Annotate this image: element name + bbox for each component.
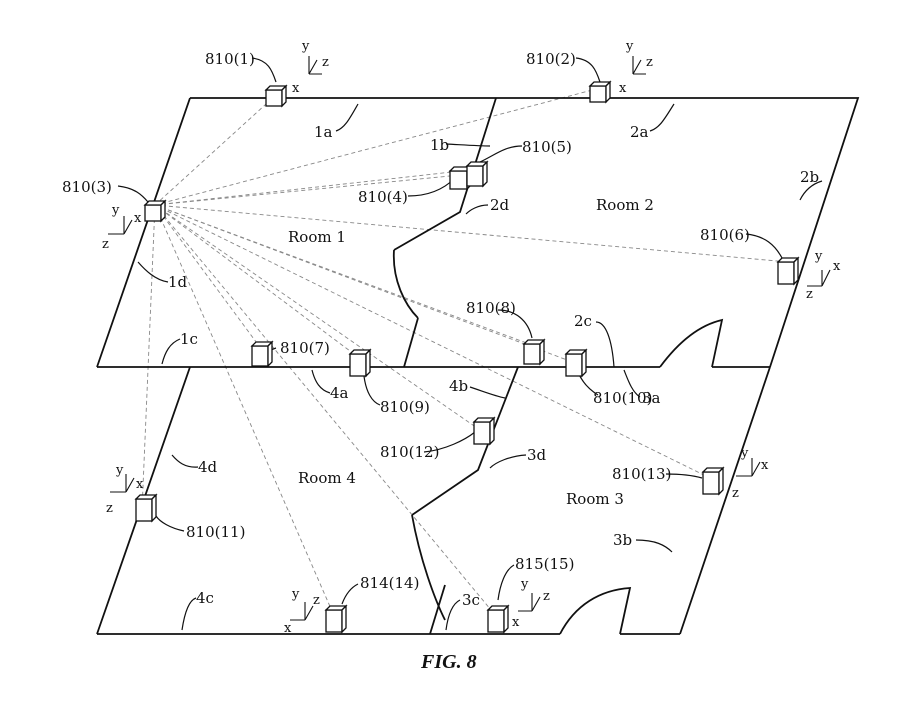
axis-x-label: x bbox=[284, 621, 292, 636]
label-810-13: 810(13) bbox=[612, 465, 671, 483]
axis-letters: y z x y z x y x z y x z y x z y x z y z … bbox=[102, 39, 841, 636]
wall-labels: 1a 1b 1c 1d 2a 2b 2c 2d 3a 3b 3c 3d 4a 4… bbox=[168, 123, 819, 609]
axis-z-label: z bbox=[806, 287, 813, 302]
label-wall-3c: 3c bbox=[462, 591, 480, 609]
label-wall-3d: 3d bbox=[527, 446, 547, 464]
label-wall-1a: 1a bbox=[314, 123, 333, 141]
label-wall-1d: 1d bbox=[168, 273, 188, 291]
device-810-10 bbox=[564, 348, 588, 378]
axis-y-label: y bbox=[520, 577, 529, 592]
label-wall-1b: 1b bbox=[430, 136, 449, 154]
device-810-9 bbox=[348, 348, 372, 378]
label-wall-4d: 4d bbox=[198, 458, 218, 476]
label-810-4: 810(4) bbox=[358, 188, 408, 206]
leader-lines bbox=[117, 57, 823, 631]
device-labels: 810(1) 810(2) 810(3) 810(4) 810(5) 810(6… bbox=[62, 50, 750, 592]
label-810-3: 810(3) bbox=[62, 178, 112, 196]
axis-x-label: x bbox=[512, 615, 520, 630]
device-814-14 bbox=[324, 604, 348, 634]
axis-z-label: z bbox=[313, 593, 320, 608]
label-810-2: 810(2) bbox=[526, 50, 576, 68]
axis-x-label: x bbox=[136, 477, 144, 492]
axis-z-label: z bbox=[322, 55, 329, 70]
axis-y-label: y bbox=[301, 39, 310, 54]
device-815-15 bbox=[486, 604, 510, 634]
room-labels: Room 1 Room 2 Room 3 Room 4 bbox=[288, 196, 654, 508]
label-wall-4b: 4b bbox=[449, 377, 468, 395]
device-810-6 bbox=[776, 256, 800, 286]
axis-z-label: z bbox=[732, 486, 739, 501]
device-810-5 bbox=[465, 160, 489, 188]
device-810-7 bbox=[250, 340, 274, 368]
axis-y-label: y bbox=[291, 587, 300, 602]
axis-z-label: z bbox=[106, 501, 113, 516]
line-of-sight-rays bbox=[141, 87, 789, 619]
device-cubes bbox=[134, 80, 800, 634]
label-wall-3b: 3b bbox=[613, 531, 632, 549]
device-810-13 bbox=[701, 466, 725, 496]
label-wall-4c: 4c bbox=[196, 589, 214, 607]
axis-glyphs bbox=[108, 56, 831, 621]
figure-caption: FIG. 8 bbox=[420, 651, 477, 673]
axis-z-label: z bbox=[102, 237, 109, 252]
device-810-8 bbox=[522, 338, 546, 366]
label-wall-2c: 2c bbox=[574, 312, 592, 330]
axis-x-label: x bbox=[619, 81, 627, 96]
label-810-7: 810(7) bbox=[280, 339, 330, 357]
label-wall-4a: 4a bbox=[330, 384, 349, 402]
axis-z-label: z bbox=[646, 55, 653, 70]
device-810-12 bbox=[472, 416, 496, 446]
device-810-3 bbox=[143, 199, 167, 223]
label-810-12: 810(12) bbox=[380, 443, 439, 461]
axis-y-label: y bbox=[115, 463, 124, 478]
label-810-8: 810(8) bbox=[466, 299, 516, 317]
label-810-9: 810(9) bbox=[380, 398, 430, 416]
axis-y-label: y bbox=[740, 446, 749, 461]
label-wall-2b: 2b bbox=[800, 168, 819, 186]
label-810-11: 810(11) bbox=[186, 523, 245, 541]
label-wall-3a: 3a bbox=[642, 389, 661, 407]
axis-y-label: y bbox=[111, 203, 120, 218]
device-810-2 bbox=[588, 80, 612, 104]
label-room-2: Room 2 bbox=[596, 196, 654, 214]
label-810-10: 810(10) bbox=[593, 389, 652, 407]
label-815-15: 815(15) bbox=[515, 555, 574, 573]
label-810-6: 810(6) bbox=[700, 226, 750, 244]
label-810-1: 810(1) bbox=[205, 50, 255, 68]
label-wall-2a: 2a bbox=[630, 123, 649, 141]
label-wall-2d: 2d bbox=[490, 196, 510, 214]
axis-x-label: x bbox=[833, 259, 841, 274]
axis-x-label: x bbox=[761, 458, 769, 473]
label-wall-1c: 1c bbox=[180, 330, 198, 348]
axis-x-label: x bbox=[134, 211, 142, 226]
label-810-5: 810(5) bbox=[522, 138, 572, 156]
axis-y-label: y bbox=[625, 39, 634, 54]
axis-z-label: z bbox=[543, 589, 550, 604]
axis-y-label: y bbox=[814, 249, 823, 264]
label-room-1: Room 1 bbox=[288, 228, 346, 246]
device-810-11 bbox=[134, 493, 158, 523]
label-room-4: Room 4 bbox=[298, 469, 356, 487]
axis-x-label: x bbox=[292, 81, 300, 96]
label-room-3: Room 3 bbox=[566, 490, 624, 508]
device-810-1 bbox=[264, 84, 288, 108]
label-814-14: 814(14) bbox=[360, 574, 419, 592]
